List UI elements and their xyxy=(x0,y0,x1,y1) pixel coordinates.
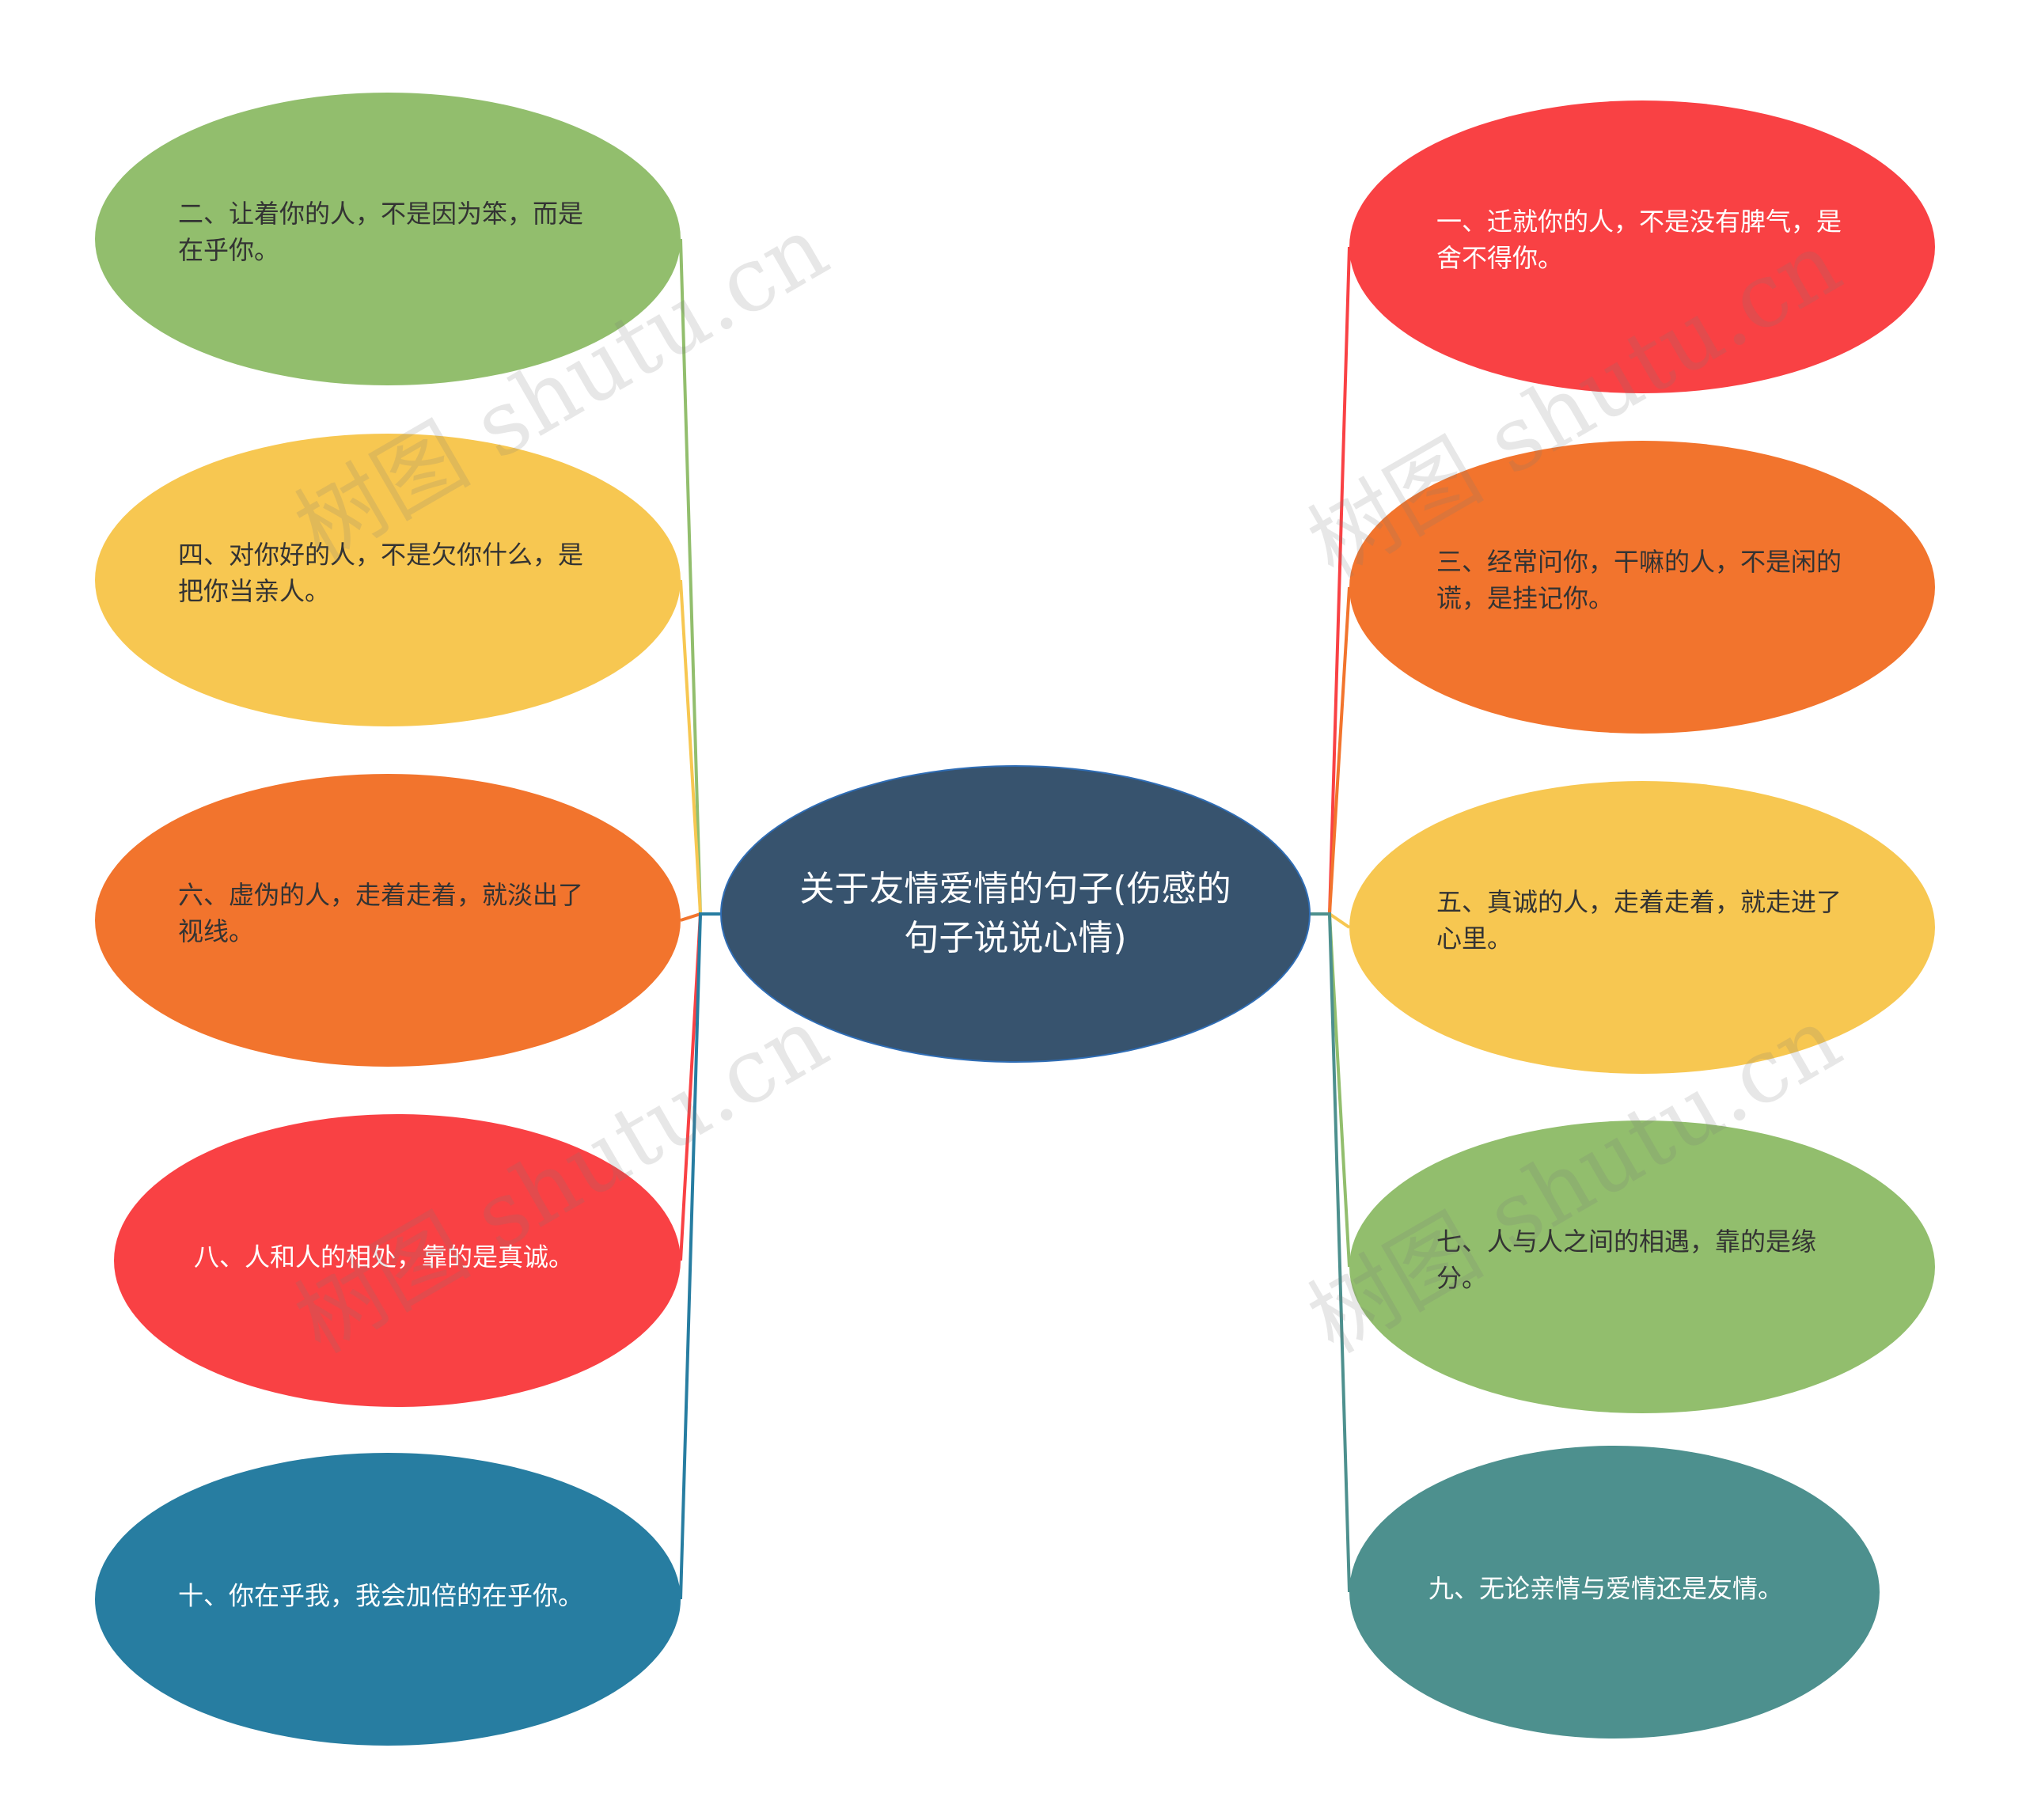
branch-node-7[interactable]: 七、人与人之间的相遇，靠的是缘分。 xyxy=(1349,1120,1935,1413)
branch-node-1[interactable]: 一、迁就你的人，不是没有脾气，是舍不得你。 xyxy=(1349,100,1935,393)
branch-node-3[interactable]: 三、经常问你，干嘛的人，不是闲的谎，是挂记你。 xyxy=(1349,441,1935,734)
branch-node-10[interactable]: 十、你在乎我，我会加倍的在乎你。 xyxy=(95,1453,681,1746)
branch-node-7-label: 七、人与人之间的相遇，靠的是缘分。 xyxy=(1436,1226,1817,1293)
branch-node-9[interactable]: 九、无论亲情与爱情还是友情。 xyxy=(1349,1446,1880,1738)
branch-node-5[interactable]: 五、真诚的人，走着走着，就走进了心里。 xyxy=(1349,781,1935,1074)
branch-node-8-label: 八、人和人的相处，靠的是真诚。 xyxy=(194,1242,575,1272)
branch-node-2-label: 二、让着你的人，不是因为笨，而是在乎你。 xyxy=(178,198,584,265)
branch-node-1-label: 一、迁就你的人，不是没有脾气，是舍不得你。 xyxy=(1436,206,1842,273)
branch-node-8[interactable]: 八、人和人的相处，靠的是真诚。 xyxy=(114,1114,681,1407)
connector-n2 xyxy=(679,238,720,916)
connector-n9 xyxy=(1311,912,1351,1593)
branch-node-6[interactable]: 六、虚伪的人，走着走着，就淡出了视线。 xyxy=(95,774,681,1067)
branch-node-4-label: 四、对你好的人，不是欠你什么，是把你当亲人。 xyxy=(178,539,584,606)
branch-node-3-label: 三、经常问你，干嘛的人，不是闲的谎，是挂记你。 xyxy=(1436,546,1842,613)
branch-node-6-label: 六、虚伪的人，走着走着，就淡出了视线。 xyxy=(178,879,584,946)
center-topic-label: 关于友情爱情的句子(伤感的句子说说心情) xyxy=(799,869,1231,958)
branch-node-10-label: 十、你在乎我，我会加倍的在乎你。 xyxy=(178,1580,584,1611)
center-topic-node[interactable]: 关于友情爱情的句子(伤感的句子说说心情) xyxy=(720,765,1311,1063)
branch-node-9-label: 九、无论亲情与爱情还是友情。 xyxy=(1428,1573,1784,1604)
connector-n10 xyxy=(679,912,720,1600)
branch-node-4[interactable]: 四、对你好的人，不是欠你什么，是把你当亲人。 xyxy=(95,434,681,726)
branch-node-5-label: 五、真诚的人，走着走着，就走进了心里。 xyxy=(1436,886,1842,954)
connector-n1 xyxy=(1311,246,1351,916)
branch-node-2[interactable]: 二、让着你的人，不是因为笨，而是在乎你。 xyxy=(95,93,681,385)
